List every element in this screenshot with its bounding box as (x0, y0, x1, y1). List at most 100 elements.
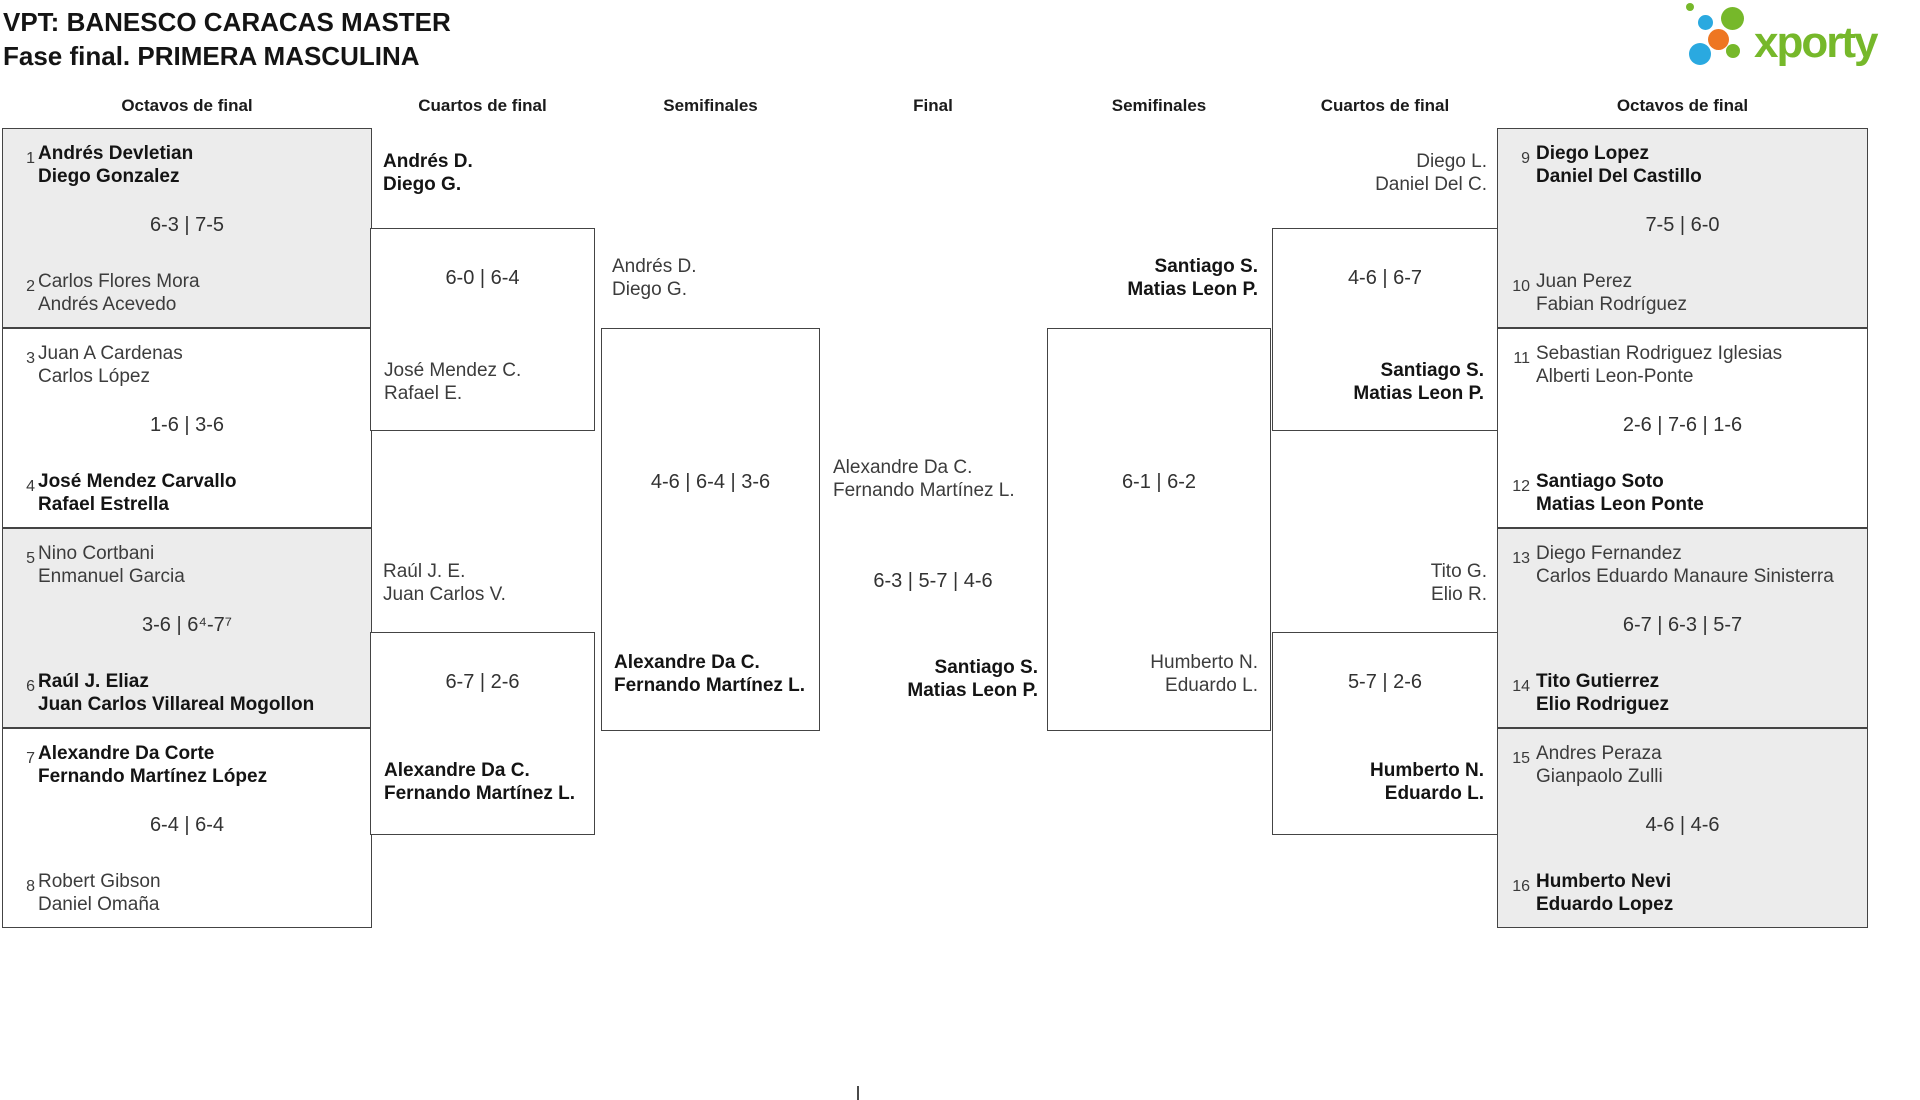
seed-number: 2 (26, 278, 35, 295)
seed-number: 11 (1513, 350, 1530, 367)
player-name: Tito Gutierrez (1536, 671, 1660, 692)
player-name: Fernando Martínez L. (833, 480, 1015, 501)
player-name: Matias Leon P. (907, 680, 1038, 701)
player-name: Andrés Acevedo (38, 294, 177, 315)
player-name: Nino Cortbani (38, 543, 155, 564)
player-name: Humberto N. (1150, 652, 1258, 673)
player-name: Fernando Martínez López (38, 766, 268, 787)
player-name: Santiago S. (934, 657, 1038, 678)
final-team-right: Santiago S. Matias Leon P. (907, 656, 1038, 702)
player-name: Andrés D. (612, 256, 697, 277)
match-score: 6-3 | 7-5 (149, 214, 225, 236)
player-name: Juan Carlos Villareal Mogollon (38, 694, 315, 715)
match-score: 5-7 | 2-6 (1347, 671, 1423, 693)
player-name: Rafael E. (384, 383, 463, 404)
player-name: Santiago S. (1380, 360, 1484, 381)
player-name: Andrés Devletian (38, 143, 194, 164)
logo-dot-icon (1698, 15, 1713, 30)
player-name: Andres Peraza (1536, 743, 1662, 764)
final-connector-line (857, 1086, 859, 1100)
seed-number: 13 (1512, 550, 1530, 567)
player-name: Elio R. (1431, 584, 1487, 605)
player-name: Matias Leon Ponte (1536, 494, 1704, 515)
player-name: Humberto Nevi (1536, 871, 1672, 892)
match-score: 6-7 | 2-6 (445, 671, 520, 693)
seed-number: 8 (26, 878, 35, 895)
team-names: Santiago Soto Matias Leon Ponte (1536, 470, 1704, 516)
round-header-semis-left: Semifinales (663, 96, 758, 115)
player-name: Fernando Martínez L. (614, 675, 806, 696)
match-score: 1-6 | 3-6 (149, 414, 225, 436)
match-octavos-4: 7 Alexandre Da Corte Fernando Martínez L… (2, 728, 372, 928)
player-name: Juan Perez (1536, 271, 1633, 292)
round-header-final: Final (913, 96, 953, 115)
player-name: Sebastian Rodriguez Iglesias (1536, 343, 1783, 364)
seed-number: 10 (1512, 278, 1530, 295)
match-octavos-7: 13 Diego Fernandez Carlos Eduardo Manaur… (1497, 528, 1868, 728)
match-score: 2-6 | 7-6 | 1-6 (1622, 414, 1743, 436)
player-name: Andrés D. (383, 151, 473, 172)
player-name: Alexandre Da Corte (38, 743, 215, 764)
player-name: Alexandre Da C. (833, 457, 973, 478)
player-name: José Mendez C. (384, 360, 522, 381)
seed-number: 12 (1512, 478, 1530, 495)
team-names: Raúl J. Eliaz Juan Carlos Villareal Mogo… (38, 670, 314, 716)
round-header-octavos-right: Octavos de final (1616, 96, 1749, 115)
player-name: Eduardo L. (1165, 675, 1258, 696)
player-name: Humberto N. (1370, 760, 1484, 781)
seed-number: 1 (26, 150, 35, 167)
seed-number: 3 (26, 350, 35, 367)
player-name: Carlos Flores Mora (38, 271, 200, 292)
player-name: Alexandre Da C. (384, 760, 530, 781)
team-names: Sebastian Rodriguez Iglesias Alberti Leo… (1536, 342, 1782, 388)
seed-number: 7 (26, 750, 35, 767)
player-name: Fernando Martínez L. (384, 783, 576, 804)
team-names: Diego Fernandez Carlos Eduardo Manaure S… (1536, 542, 1834, 588)
team-names: Alexandre Da C. Fernando Martínez L. (614, 651, 805, 697)
match-score: 3-6 | 6⁴-7⁷ (142, 614, 232, 636)
match-score: 6-4 | 6-4 (149, 814, 225, 836)
match-score: 6-7 | 6-3 | 5-7 (1622, 614, 1743, 636)
final-team-left: Alexandre Da C. Fernando Martínez L. (833, 456, 1015, 502)
player-name: Diego Gonzalez (38, 166, 180, 187)
match-score: 7-5 | 6-0 (1645, 214, 1720, 236)
tournament-name: VPT: BANESCO CARACAS MASTER (3, 7, 451, 37)
team-names: Juan A Cardenas Carlos López (38, 342, 183, 388)
logo-dot-icon (1708, 29, 1729, 50)
player-name: Matias Leon P. (1127, 279, 1258, 300)
player-name: Enmanuel Garcia (38, 566, 185, 587)
match-score: 4-6 | 6-7 (1347, 267, 1423, 289)
cuartos-right-1-entrant: Diego L. Daniel Del C. (1375, 150, 1487, 196)
player-name: Alberti Leon-Ponte (1536, 366, 1694, 387)
match-cuartos-right-1: 4-6 | 6-7 Santiago S. Matias Leon P. (1272, 228, 1498, 431)
player-name: Rafael Estrella (38, 494, 169, 515)
match-score: 6-1 | 6-2 (1121, 471, 1197, 493)
player-name: Eduardo L. (1384, 783, 1484, 804)
player-name: Diego Lopez (1536, 143, 1649, 164)
match-octavos-2: 3 Juan A Cardenas Carlos López 1-6 | 3-6… (2, 328, 372, 528)
logo-dot-icon (1721, 7, 1744, 30)
player-name: Fabian Rodríguez (1536, 294, 1688, 315)
semifinal-left-entrant: Andrés D. Diego G. (612, 255, 696, 301)
player-name: Diego G. (612, 279, 687, 300)
seed-number: 15 (1512, 750, 1530, 767)
team-names: Andrés Devletian Diego Gonzalez (38, 142, 193, 188)
team-names: Tito Gutierrez Elio Rodriguez (1536, 670, 1669, 716)
seed-number: 16 (1512, 878, 1530, 895)
player-name: Robert Gibson (38, 871, 161, 892)
seed-number: 9 (1521, 150, 1530, 167)
player-name: Raúl J. Eliaz (38, 671, 149, 692)
player-name: Carlos Eduardo Manaure Sinisterra (1536, 566, 1834, 587)
phase-name: Fase final. PRIMERA MASCULINA (3, 41, 420, 71)
match-score: 4-6 | 4-6 (1645, 814, 1720, 836)
final-score: 6-3 | 5-7 | 4-6 (873, 570, 993, 592)
team-names: Humberto N. Eduardo L. (1150, 651, 1258, 697)
semifinal-right-entrant: Santiago S. Matias Leon P. (1127, 255, 1258, 301)
xporty-logo[interactable]: xporty (1680, 0, 1920, 72)
logo-dot-icon (1689, 43, 1711, 65)
player-name: Juan Carlos V. (383, 584, 506, 605)
cuartos-left-2-entrant: Raúl J. E. Juan Carlos V. (383, 560, 506, 606)
logo-wordmark: xporty (1754, 18, 1878, 67)
round-header-semis-right: Semifinales (1111, 96, 1207, 115)
match-cuartos-left-1: 6-0 | 6-4 José Mendez C. Rafael E. (370, 228, 595, 431)
